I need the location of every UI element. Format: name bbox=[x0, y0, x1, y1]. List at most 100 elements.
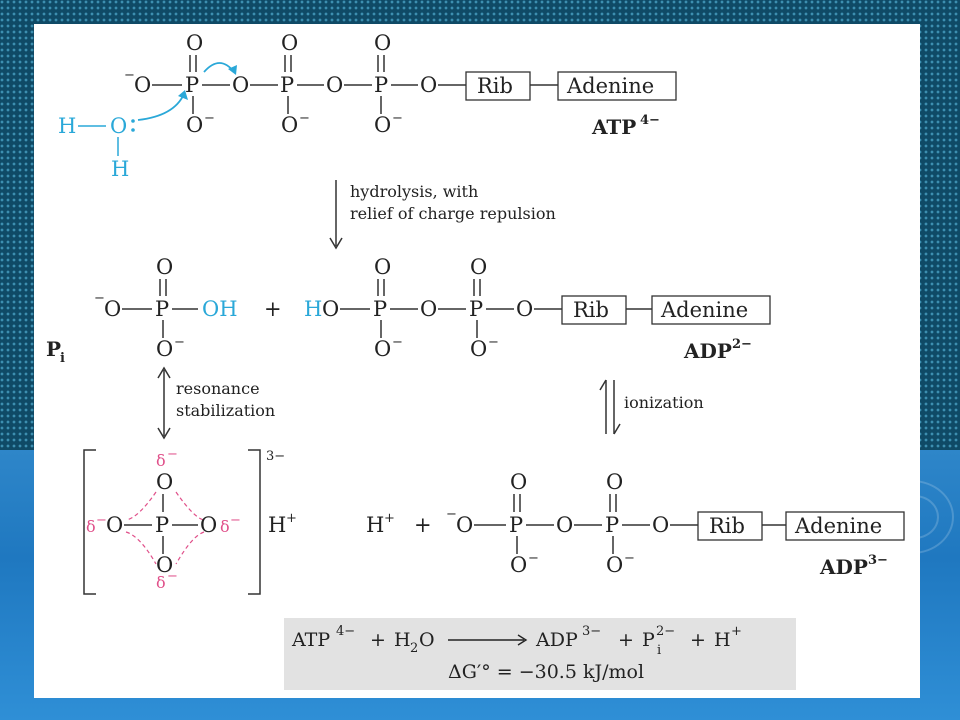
atomO: O bbox=[156, 553, 173, 577]
atomP: P bbox=[374, 73, 388, 97]
charge-minus: − bbox=[392, 335, 403, 350]
atomO: O bbox=[200, 513, 217, 537]
atomO: O bbox=[420, 297, 437, 321]
eq-proton: H bbox=[714, 629, 731, 651]
atomO: O bbox=[510, 470, 527, 494]
resonance-label-line2: stabilization bbox=[176, 401, 275, 420]
water-oxygen: O bbox=[110, 114, 127, 138]
proton: H bbox=[268, 513, 286, 537]
hydrolysis-label-line2: relief of charge repulsion bbox=[350, 204, 556, 223]
proton: H bbox=[366, 513, 384, 537]
charge-minus: − bbox=[94, 291, 105, 306]
adp-hydrogen: H bbox=[304, 297, 322, 321]
atomO: O bbox=[374, 31, 391, 55]
pi-hydroxyl: OH bbox=[202, 297, 238, 321]
atomO: O bbox=[374, 255, 391, 279]
atomO: O bbox=[281, 31, 298, 55]
resonance-label-line1: resonance bbox=[176, 379, 260, 398]
hydrolysis-label-line1: hydrolysis, with bbox=[350, 182, 478, 201]
atomP: P bbox=[155, 513, 169, 537]
atomO: O bbox=[106, 513, 123, 537]
eq-atp: ATP bbox=[291, 629, 330, 651]
pi-label-subscript: i bbox=[60, 351, 65, 366]
adenine-box bbox=[557, 71, 677, 101]
eq-plus: + bbox=[370, 629, 386, 651]
atomO: O bbox=[374, 113, 391, 137]
atomP: P bbox=[185, 73, 199, 97]
water-hydrogen: H bbox=[111, 157, 129, 181]
atomO: O bbox=[156, 337, 173, 361]
atomO: O bbox=[456, 513, 473, 537]
delta-symbol: δ bbox=[220, 517, 230, 536]
atomO: O bbox=[420, 73, 437, 97]
eq-pi: P bbox=[642, 629, 655, 651]
adenine-label: Adenine bbox=[794, 514, 882, 538]
adp3-molecule: H + + O O − O P O P O Rib Adenine O − O … bbox=[366, 470, 905, 579]
plus-sign: + bbox=[414, 513, 432, 537]
atomO: O bbox=[470, 337, 487, 361]
adp2-charge: 2− bbox=[732, 337, 752, 352]
delta-symbol: δ bbox=[156, 573, 166, 592]
ribose-label: Rib bbox=[573, 298, 609, 322]
atomO: O bbox=[156, 470, 173, 494]
atomP: P bbox=[605, 513, 619, 537]
atomO: O bbox=[134, 73, 151, 97]
pi-molecule: O − O P OH O − P i bbox=[46, 255, 238, 366]
delta-symbol: δ bbox=[86, 517, 96, 536]
ionization-label: ionization bbox=[624, 393, 704, 412]
atp-hydrolysis-diagram: O O O − O P O P O P O Rib Adenine O − O … bbox=[46, 31, 905, 690]
ribose-label: Rib bbox=[709, 514, 745, 538]
charge-minus: − bbox=[446, 507, 457, 522]
atomO: O bbox=[470, 255, 487, 279]
eq-water-subscript: 2 bbox=[410, 641, 418, 656]
delta-minus: − bbox=[167, 447, 178, 462]
atomP: P bbox=[373, 297, 387, 321]
eq-plus: + bbox=[618, 629, 634, 651]
adenine-label: Adenine bbox=[660, 298, 748, 322]
eq-adp-charge: 3− bbox=[582, 624, 601, 639]
atomO: O bbox=[104, 297, 121, 321]
plus-sign: + bbox=[264, 297, 282, 321]
ribose-box bbox=[561, 295, 627, 325]
eq-water-o: O bbox=[419, 629, 435, 651]
adp3-label: ADP bbox=[819, 555, 868, 579]
eq-water-h: H bbox=[394, 629, 411, 651]
atomO: O bbox=[322, 297, 339, 321]
adp2-label: ADP bbox=[683, 339, 732, 363]
adp3-charge: 3− bbox=[868, 553, 888, 568]
eq-pi-subscript: i bbox=[657, 643, 661, 658]
eq-free-energy: ΔG′° = −30.5 kJ/mol bbox=[448, 661, 644, 683]
charge-minus: − bbox=[174, 335, 185, 350]
atomO: O bbox=[374, 337, 391, 361]
atomP: P bbox=[155, 297, 169, 321]
atomO: O bbox=[232, 73, 249, 97]
atomO: O bbox=[606, 470, 623, 494]
atomO: O bbox=[556, 513, 573, 537]
charge-minus: − bbox=[299, 111, 310, 126]
ribose-label: Rib bbox=[477, 74, 513, 98]
atomO: O bbox=[606, 553, 623, 577]
eq-plus: + bbox=[690, 629, 706, 651]
atomO: O bbox=[281, 113, 298, 137]
resonance-structure: 3− δ − O δ − O P O δ − O δ − H + bbox=[83, 447, 297, 595]
equation-panel bbox=[284, 618, 796, 690]
charge-minus: − bbox=[204, 111, 215, 126]
proton-charge: + bbox=[286, 511, 297, 526]
charge-minus: − bbox=[528, 551, 539, 566]
delta-symbol: δ bbox=[156, 451, 166, 470]
adenine-label: Adenine bbox=[566, 74, 654, 98]
atomP: P bbox=[469, 297, 483, 321]
ribose-box bbox=[697, 511, 763, 541]
charge-minus: − bbox=[624, 551, 635, 566]
delta-minus: − bbox=[96, 513, 107, 528]
water-molecule: H O H bbox=[58, 62, 237, 181]
eq-adp: ADP bbox=[535, 629, 578, 651]
atp-charge: 4− bbox=[640, 113, 660, 128]
atomO: O bbox=[156, 255, 173, 279]
eq-proton-charge: + bbox=[731, 624, 742, 639]
eq-pi-charge: 2− bbox=[656, 624, 675, 639]
charge-minus: − bbox=[392, 111, 403, 126]
resonance-arrow: resonance stabilization bbox=[157, 366, 275, 440]
atomP: P bbox=[509, 513, 523, 537]
atomO: O bbox=[186, 31, 203, 55]
